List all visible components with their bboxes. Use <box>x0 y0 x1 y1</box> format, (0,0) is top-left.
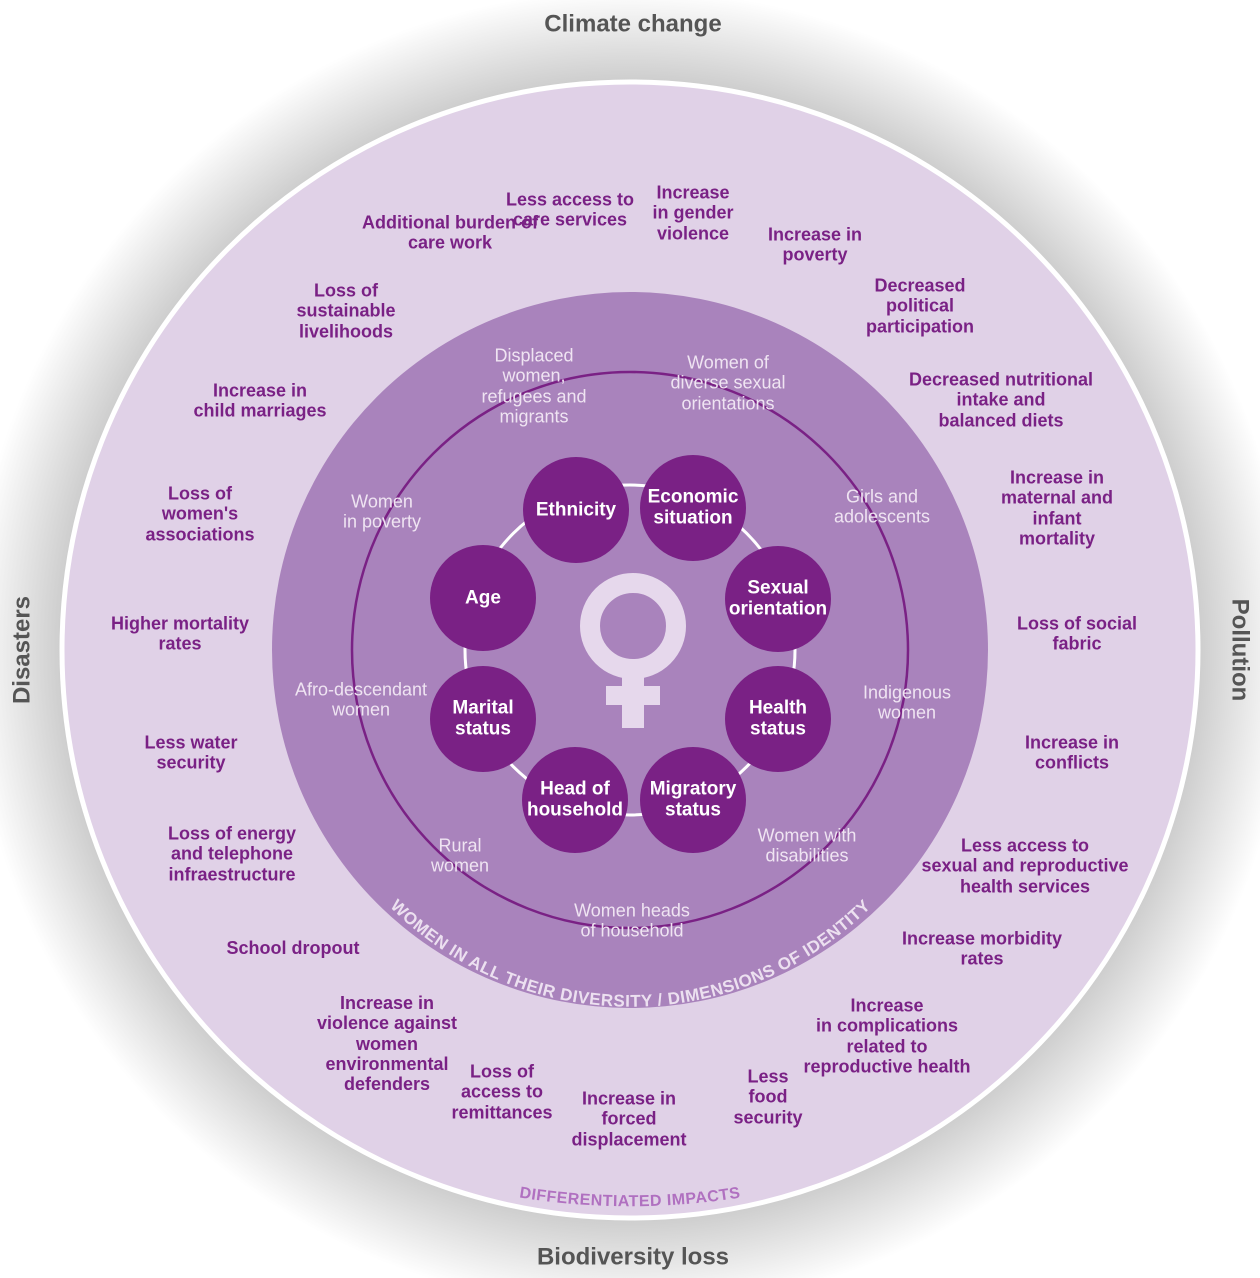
dimension-circle <box>523 457 629 563</box>
hazard-left: Disasters <box>8 595 36 705</box>
dimensions-connector-circle <box>463 483 797 817</box>
dimension-circle <box>430 666 536 772</box>
dimension-circle <box>522 747 628 853</box>
hazard-right: Pollution <box>1226 598 1254 702</box>
hazard-bottom: Biodiversity loss <box>536 1243 730 1271</box>
dimension-circle <box>430 545 536 651</box>
female-symbol-icon <box>580 573 686 728</box>
dimension-label: Ethnicity <box>535 499 617 521</box>
hazard-top: Climate change <box>544 10 722 38</box>
dimension-circle <box>640 455 746 561</box>
groups-connector-circle <box>350 370 910 930</box>
dimension-label: Age <box>465 587 501 609</box>
middle-ring <box>272 292 988 1008</box>
impact-label: School dropout <box>226 937 360 958</box>
dimension-circle <box>725 666 831 772</box>
dimension-circle <box>725 546 831 652</box>
dimension-circle <box>640 747 746 853</box>
